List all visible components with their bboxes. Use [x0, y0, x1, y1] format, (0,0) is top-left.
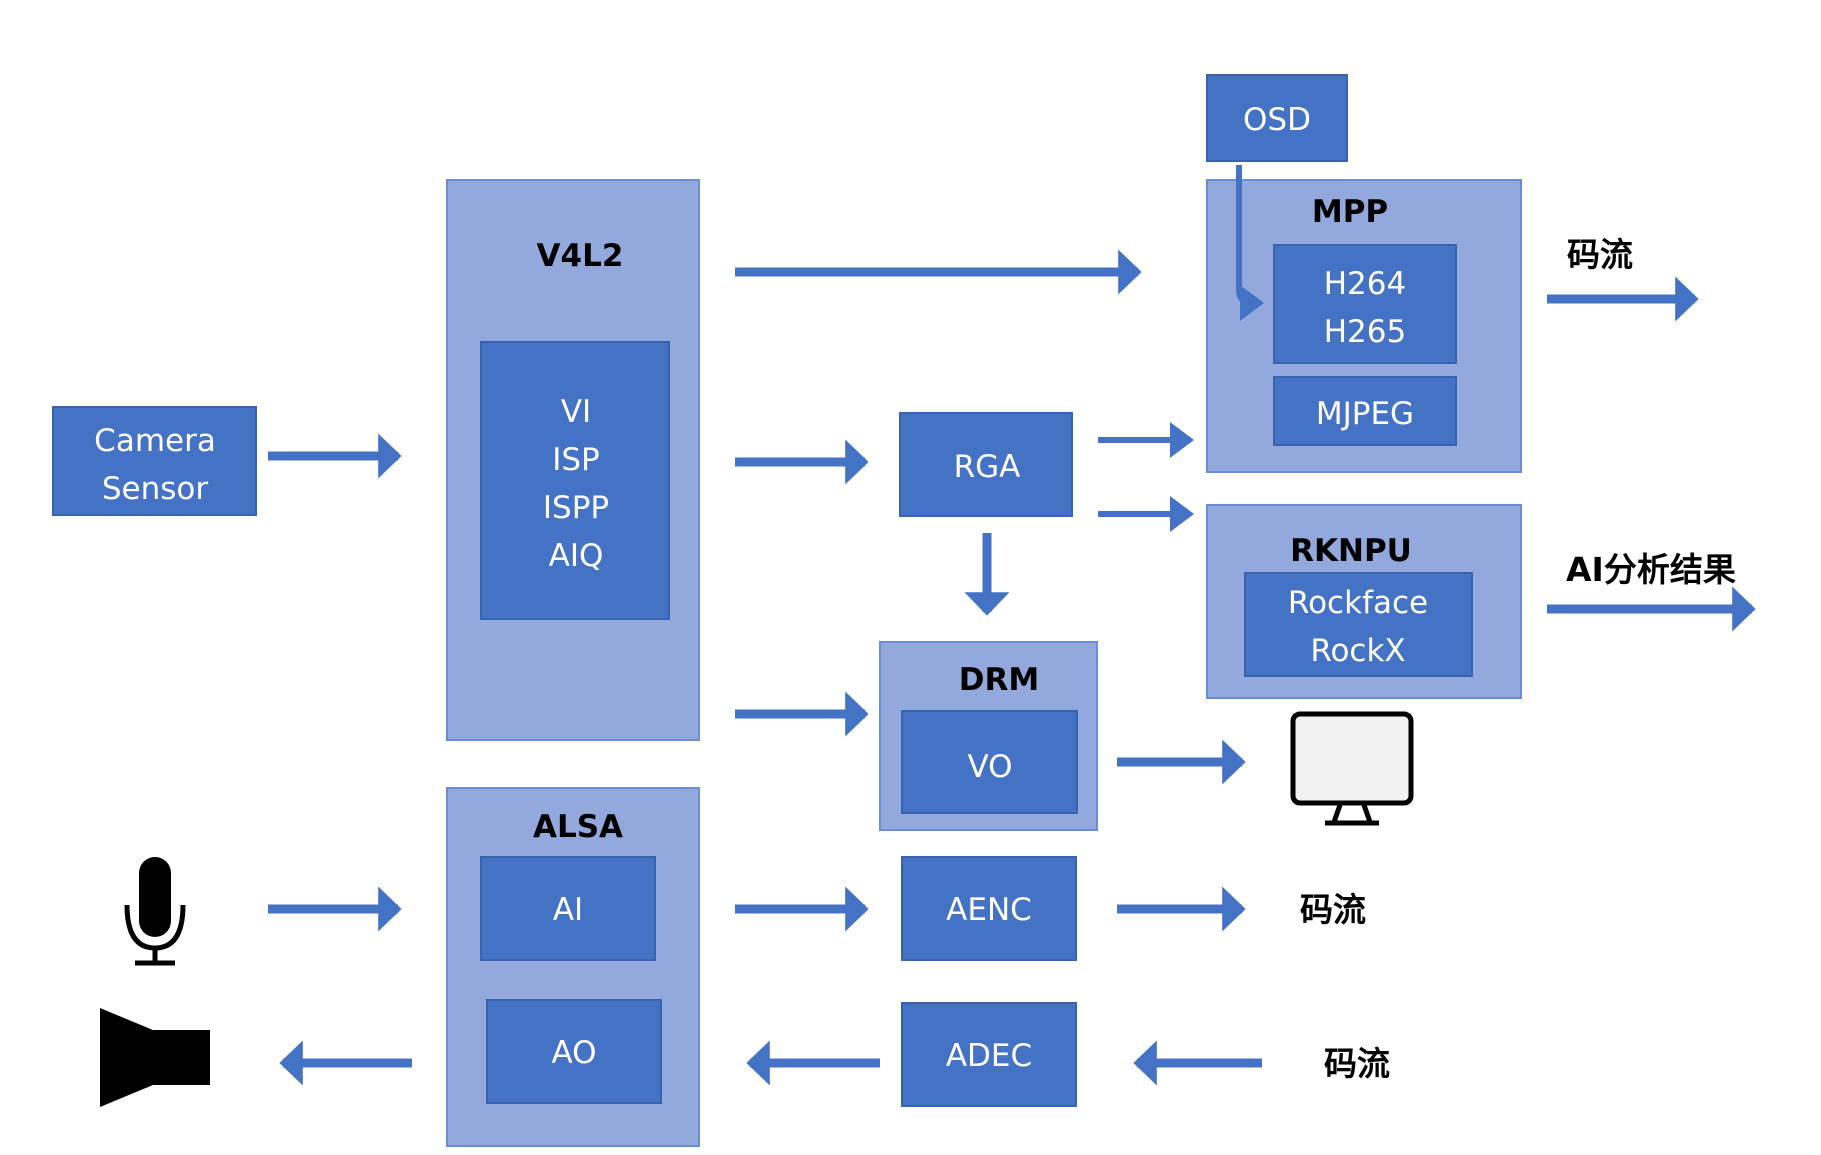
ao-label: AO [551, 1035, 596, 1071]
vo-label: VO [967, 749, 1012, 785]
aenc-stream-label: 码流 [1300, 890, 1366, 929]
v4l2-title: V4L2 [537, 238, 624, 274]
drm-title: DRM [959, 662, 1039, 698]
camera-label-line1: Camera [94, 423, 216, 459]
mjpeg-box [1273, 376, 1457, 446]
rockx-label: RockX [1310, 633, 1405, 669]
mpp-stream-label: 码流 [1567, 235, 1633, 274]
ai-box [480, 856, 656, 961]
h264-label: H264 [1324, 266, 1406, 302]
rknpu-title: RKNPU [1290, 533, 1412, 569]
adec-box [901, 1002, 1077, 1107]
aiq-label: AIQ [549, 538, 604, 574]
ispp-label: ISPP [543, 490, 609, 526]
mjpeg-label: MJPEG [1316, 396, 1414, 432]
vo-box [901, 710, 1078, 814]
camera-sensor-box [52, 406, 257, 516]
h265-label: H265 [1324, 314, 1406, 350]
vi-label: VI [561, 394, 591, 430]
h264-h265-box [1273, 244, 1457, 364]
arrow-osd-to-h264 [1236, 165, 1264, 321]
v4l2-modules-box [480, 341, 670, 620]
aenc-label: AENC [946, 892, 1032, 928]
rga-label: RGA [954, 449, 1021, 485]
osd-box [1206, 74, 1348, 162]
ai-result-label: AI分析结果 [1566, 550, 1736, 589]
microphone-icon [124, 857, 186, 966]
rockface-label: Rockface [1288, 585, 1428, 621]
rknpu-modules-box [1244, 572, 1473, 677]
monitor-icon [1290, 711, 1414, 826]
osd-label: OSD [1243, 102, 1311, 138]
adec-label: ADEC [946, 1038, 1032, 1074]
isp-label: ISP [552, 442, 600, 478]
adec-stream-label: 码流 [1324, 1044, 1390, 1083]
camera-label-line2: Sensor [102, 471, 209, 507]
ao-box [486, 999, 662, 1104]
speaker-icon [100, 1008, 210, 1107]
ai-label: AI [553, 892, 583, 928]
alsa-title: ALSA [533, 809, 623, 845]
mpp-title: MPP [1312, 194, 1388, 230]
aenc-box [901, 856, 1077, 961]
rga-box [899, 412, 1073, 517]
